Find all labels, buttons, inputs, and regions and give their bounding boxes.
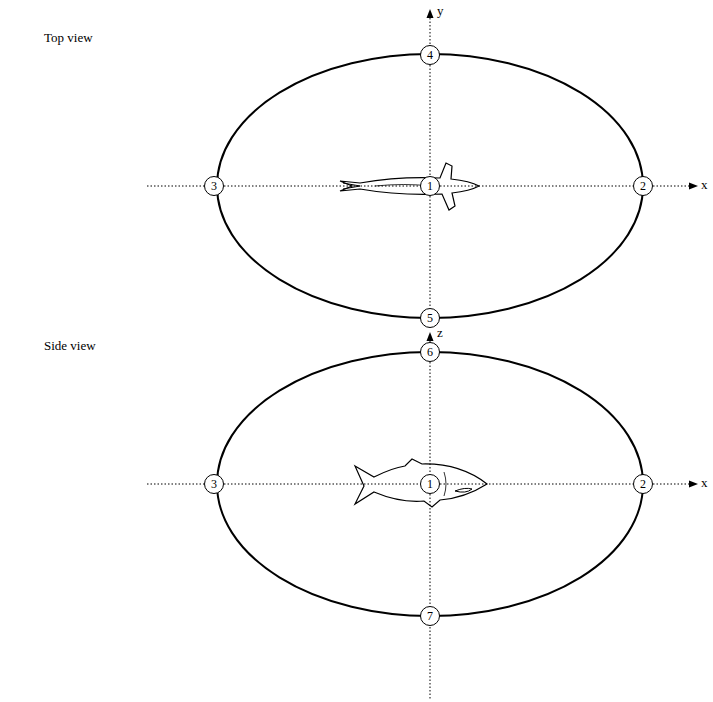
axis-line	[430, 18, 431, 44]
callout-circle: 1	[420, 474, 440, 494]
callout-number: 1	[427, 478, 433, 490]
axis-arrow	[427, 332, 434, 341]
callout-circle: 3	[204, 176, 224, 196]
outline-ellipse	[217, 352, 643, 616]
callout-circle: 2	[633, 474, 653, 494]
axis-label: x	[701, 476, 708, 489]
callout-circle: 6	[420, 342, 440, 362]
fish-fin	[455, 488, 472, 492]
axis-connector	[440, 186, 633, 187]
axis-line	[147, 186, 204, 187]
outline-ellipse	[217, 54, 643, 318]
axis-line	[653, 186, 692, 187]
axis-connector	[224, 484, 420, 485]
axis-arrow	[427, 9, 434, 18]
callout-number: 4	[427, 49, 433, 61]
callout-number: 2	[640, 478, 646, 490]
callout-circle: 5	[420, 308, 440, 328]
callout-circle: 3	[204, 474, 224, 494]
callout-number: 7	[427, 610, 433, 622]
axis-connector	[440, 484, 633, 485]
axis-label: z	[437, 326, 443, 339]
callout-number: 2	[640, 180, 646, 192]
axis-label: x	[701, 178, 708, 191]
callout-number: 6	[427, 346, 433, 358]
axis-line	[653, 484, 692, 485]
callout-number: 5	[427, 312, 433, 324]
axis-connector	[430, 494, 431, 606]
callout-number: 3	[211, 478, 217, 490]
callout-circle: 4	[420, 45, 440, 65]
axis-connector	[430, 65, 431, 176]
callout-circle: 2	[633, 176, 653, 196]
callout-number: 1	[427, 180, 433, 192]
axis-line	[430, 627, 431, 700]
axis-arrow	[689, 183, 698, 190]
axis-line	[147, 484, 204, 485]
axis-connector	[430, 362, 431, 474]
view-title: Side view	[44, 339, 96, 352]
callout-number: 3	[211, 180, 217, 192]
callout-circle: 1	[420, 176, 440, 196]
axis-connector	[224, 186, 420, 187]
callout-circle: 7	[420, 606, 440, 626]
fish-side	[355, 459, 487, 507]
axis-connector	[430, 196, 431, 308]
view-title: Top view	[44, 31, 93, 44]
axis-label: y	[437, 4, 444, 17]
axis-arrow	[689, 481, 698, 488]
